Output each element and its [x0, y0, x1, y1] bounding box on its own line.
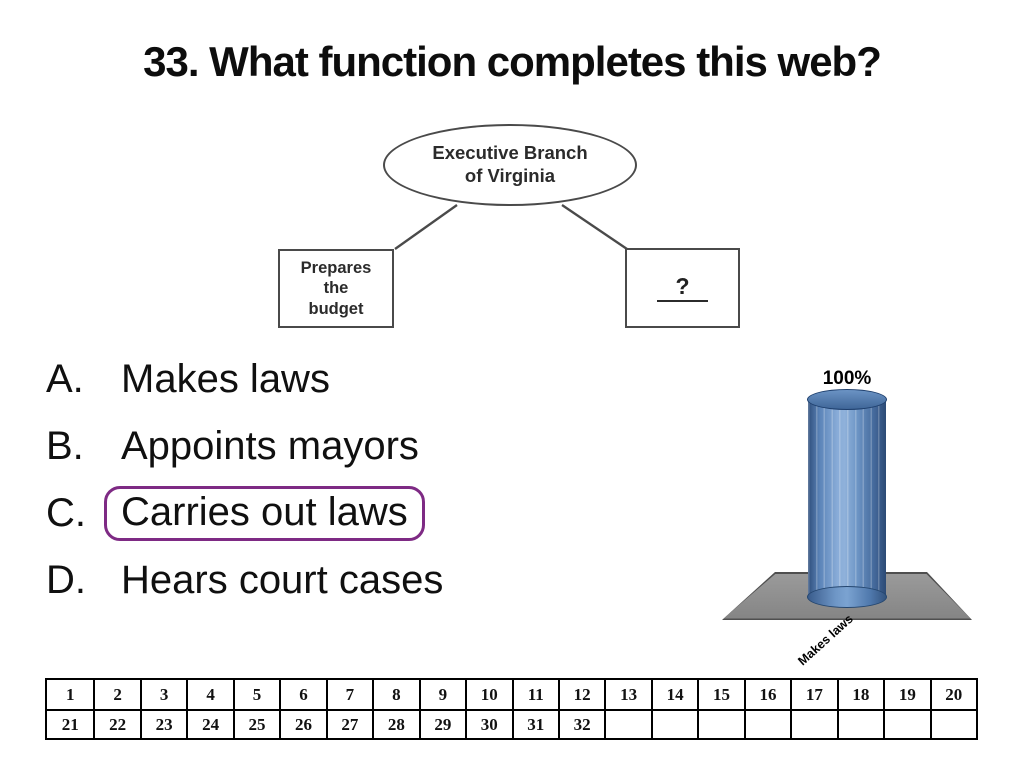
- table-cell: [836, 709, 884, 738]
- table-cell: 14: [650, 680, 697, 709]
- table-cell: 29: [418, 709, 466, 738]
- option-b[interactable]: B. Appoints mayors: [46, 413, 566, 480]
- option-b-label: Appoints mayors: [121, 424, 419, 468]
- table-cell: [697, 709, 744, 738]
- option-c[interactable]: C. Carries out laws: [46, 480, 566, 547]
- option-c-label: Carries out laws: [104, 486, 425, 541]
- table-cell: [743, 709, 791, 738]
- web-left-node: Prepares the budget: [278, 249, 394, 328]
- table-cell: 6: [279, 680, 325, 709]
- option-c-letter: C.: [46, 491, 86, 535]
- table-cell: [929, 709, 976, 738]
- table-cell: [883, 709, 930, 738]
- table-cell: 4: [186, 680, 232, 709]
- table-cell: 1: [65, 684, 75, 704]
- table-cell: 10: [465, 680, 511, 709]
- chart-category-label: Makes laws: [795, 611, 856, 669]
- table-cell: 19: [883, 680, 929, 709]
- table-cell: 17: [790, 680, 836, 709]
- web-root-node: Executive Branch of Virginia: [383, 124, 637, 206]
- table-cell: [650, 709, 698, 738]
- table-cell: [604, 709, 651, 738]
- table-cell: 7: [325, 680, 372, 709]
- table-cell: 26: [279, 709, 326, 738]
- option-a-letter: A.: [46, 357, 84, 401]
- web-left-label-line3: budget: [308, 299, 364, 318]
- table-cell: 24: [186, 709, 233, 738]
- option-d-letter: D.: [46, 558, 86, 602]
- table-cell: 30: [465, 709, 512, 738]
- answer-options: A. Makes laws B. Appoints mayors C. Carr…: [46, 346, 566, 614]
- page-title: 33. What function completes this web?: [143, 38, 882, 85]
- option-a-label: Makes laws: [121, 357, 330, 401]
- connector-line-right: [561, 204, 628, 250]
- question-mark-blank: ?: [657, 273, 708, 303]
- web-root-label-line2: of Virginia: [464, 165, 556, 186]
- table-cell: 13: [604, 680, 650, 709]
- chart-cylinder-bar: [807, 389, 887, 608]
- option-a[interactable]: A. Makes laws: [46, 346, 566, 413]
- table-cell: 15: [697, 680, 743, 709]
- table-cell: 16: [743, 680, 790, 709]
- table-cell: 28: [372, 709, 419, 738]
- table-cell: 18: [836, 680, 883, 709]
- web-left-label: Prepares the budget: [301, 258, 372, 319]
- poll-results-chart: 100% Makes laws: [700, 360, 992, 690]
- connector-line-left: [394, 204, 458, 250]
- option-d-label: Hears court cases: [121, 558, 444, 602]
- option-d[interactable]: D. Hears court cases: [46, 547, 566, 614]
- web-unknown-node: ?: [625, 248, 740, 328]
- table-cell: 22: [93, 709, 140, 738]
- table-cell: 32: [557, 709, 605, 738]
- table-cell: 21: [47, 709, 94, 738]
- table-cell: 2: [93, 680, 139, 709]
- web-root-label: Executive Branch of Virginia: [432, 142, 587, 187]
- table-cell: 9: [418, 680, 465, 709]
- table-cell: 20: [929, 680, 976, 709]
- table-cell: 11: [511, 680, 558, 709]
- table-cell: 25: [232, 709, 280, 738]
- table-cell: 5: [232, 680, 279, 709]
- table-cell: 3: [139, 680, 186, 709]
- option-b-letter: B.: [46, 424, 84, 468]
- web-left-label-line1: Prepares: [300, 259, 372, 278]
- table-cell: 12: [557, 680, 604, 709]
- chart-value-label: 100%: [822, 368, 872, 389]
- table-cell: 27: [325, 709, 373, 738]
- table-cell: 23: [139, 709, 187, 738]
- table-cell: 31: [511, 709, 558, 738]
- web-root-label-line1: Executive Branch: [432, 142, 588, 164]
- table-cell: 8: [372, 680, 418, 709]
- web-left-label-line2: the: [323, 279, 349, 298]
- table-cell: [790, 709, 837, 738]
